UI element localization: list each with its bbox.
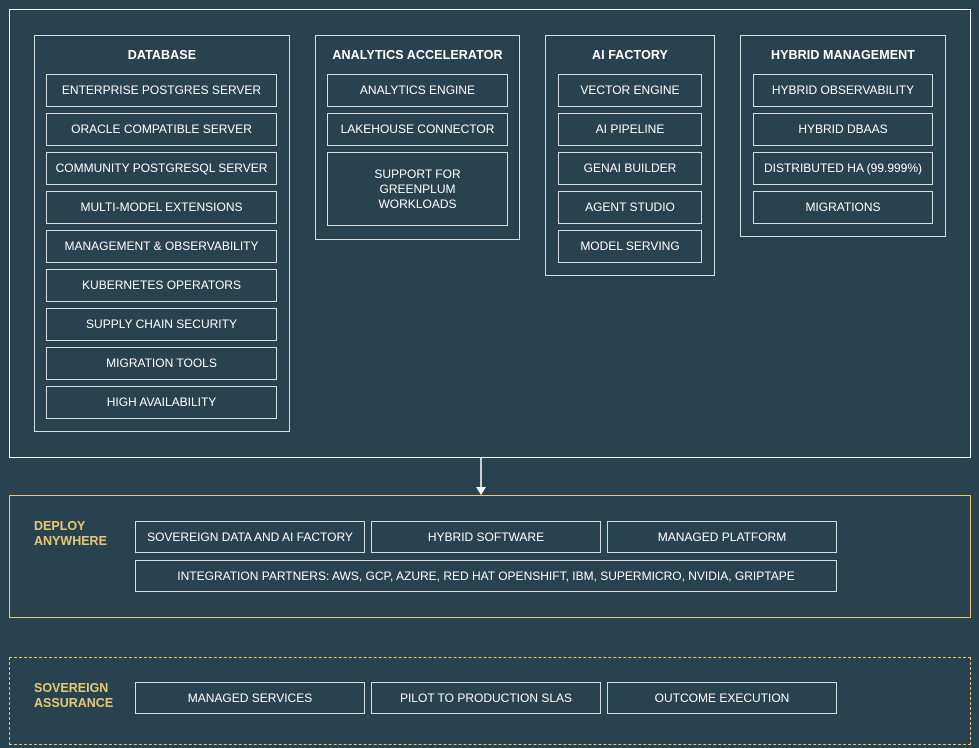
- sovereign-item: OUTCOME EXECUTION: [607, 682, 837, 714]
- database-item: SUPPLY CHAIN SECURITY: [46, 308, 277, 341]
- ai-factory-item: AGENT STUDIO: [558, 191, 702, 224]
- ai-factory-item: AI PIPELINE: [558, 113, 702, 146]
- database-column: DATABASE: [34, 35, 290, 432]
- analytics-item: LAKEHOUSE CONNECTOR: [327, 113, 508, 146]
- database-item: KUBERNETES OPERATORS: [46, 269, 277, 302]
- analytics-item: ANALYTICS ENGINE: [327, 74, 508, 107]
- hybrid-item: HYBRID DBAAS: [753, 113, 933, 146]
- analytics-title: ANALYTICS ACCELERATOR: [332, 48, 503, 62]
- deploy-item: SOVEREIGN DATA AND AI FACTORY: [135, 521, 365, 553]
- hybrid-item: MIGRATIONS: [753, 191, 933, 224]
- sovereign-item: PILOT TO PRODUCTION SLAS: [371, 682, 601, 714]
- database-item: MIGRATION TOOLS: [46, 347, 277, 380]
- ai-factory-title: AI FACTORY: [591, 48, 668, 62]
- deploy-anywhere-label: DEPLOY ANYWHERE: [34, 519, 107, 548]
- ai-factory-item: VECTOR ENGINE: [558, 74, 702, 107]
- database-item: ENTERPRISE POSTGRES SERVER: [46, 74, 277, 107]
- hybrid-column: HYBRID MANAGEMENT: [740, 35, 946, 237]
- sovereign-assurance-band: [9, 657, 971, 745]
- ai-factory-column: AI FACTORY: [545, 35, 715, 276]
- ai-factory-item: GENAI BUILDER: [558, 152, 702, 185]
- analytics-item: SUPPORT FOR GREENPLUM WORKLOADS: [327, 152, 508, 226]
- analytics-column: ANALYTICS ACCELERATOR: [315, 35, 520, 240]
- integration-partners: INTEGRATION PARTNERS: AWS, GCP, AZURE, R…: [135, 560, 837, 592]
- deploy-item: MANAGED PLATFORM: [607, 521, 837, 553]
- hybrid-item: DISTRIBUTED HA (99.999%): [753, 152, 933, 185]
- database-item: ORACLE COMPATIBLE SERVER: [46, 113, 277, 146]
- ai-factory-item: MODEL SERVING: [558, 230, 702, 263]
- database-item: MULTI-MODEL EXTENSIONS: [46, 191, 277, 224]
- database-item: COMMUNITY POSTGRESQL SERVER: [46, 152, 277, 185]
- arrow-down-icon: [476, 458, 486, 495]
- sovereign-assurance-label: SOVEREIGN ASSURANCE: [34, 681, 114, 710]
- hybrid-item: HYBRID OBSERVABILITY: [753, 74, 933, 107]
- database-item: MANAGEMENT & OBSERVABILITY: [46, 230, 277, 263]
- sovereign-item: MANAGED SERVICES: [135, 682, 365, 714]
- platform-frame: [9, 9, 971, 458]
- database-item: HIGH AVAILABILITY: [46, 386, 277, 419]
- hybrid-title: HYBRID MANAGEMENT: [770, 48, 916, 62]
- deploy-item: HYBRID SOFTWARE: [371, 521, 601, 553]
- deploy-anywhere-band: [9, 495, 971, 618]
- database-title: DATABASE: [127, 48, 197, 62]
